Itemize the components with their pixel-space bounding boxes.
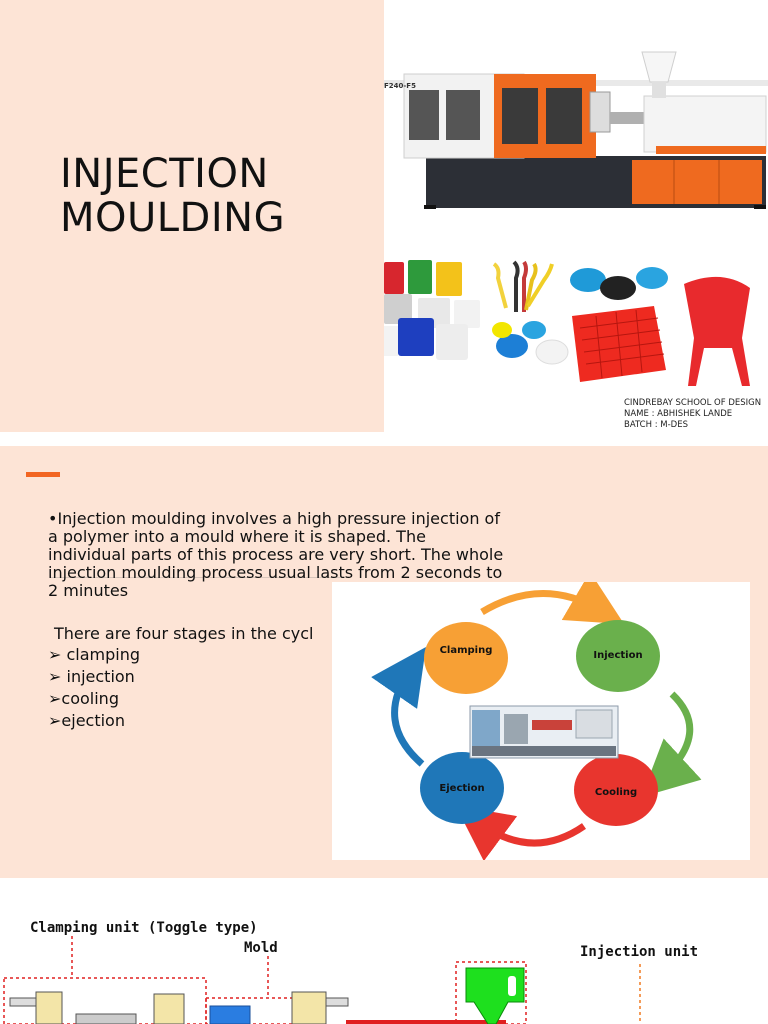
arrow-injection-to-cooling — [641, 691, 702, 797]
stage-item-cooling: ➢cooling — [48, 689, 119, 708]
title-slide: INJECTION MOULDING — [0, 0, 768, 432]
node-cooling-label: Cooling — [595, 787, 637, 798]
stage-item-injection: ➢ injection — [48, 667, 135, 686]
intro-paragraph: •Injection moulding involves a high pres… — [48, 509, 504, 600]
injection-machine-illustration: F240-F5 — [384, 51, 768, 209]
credit-batch: BATCH : M-DES — [624, 420, 688, 430]
stage-item-ejection: ➢ejection — [48, 711, 125, 730]
stages-intro: There are four stages in the cycl — [54, 624, 314, 643]
node-ejection-label: Ejection — [439, 783, 484, 794]
credits-block: CINDREBAY SCHOOL OF DESIGN NAME : ABHISH… — [624, 398, 761, 431]
node-clamping — [424, 622, 508, 694]
arrow-ejection-to-clamping — [371, 646, 426, 767]
cycle-diagram-svg: Clamping Injection Cooling Ejection — [371, 571, 702, 862]
injection-unit-label: Injection unit — [580, 944, 699, 960]
stages-list: ➢ clamping ➢ injection ➢cooling ➢ejectio… — [48, 644, 140, 732]
node-ejection — [420, 752, 504, 824]
components-slide: Clamping unit (Toggle type) Mold Injecti… — [0, 906, 768, 1024]
title-line-2: MOULDING — [60, 195, 286, 241]
product-photo-panel: F240-F5 — [384, 0, 768, 432]
cycle-diagram: Clamping Injection Cooling Ejection — [332, 571, 750, 862]
divider-line — [50, 577, 340, 578]
node-clamping-label: Clamping — [440, 645, 493, 656]
plastic-products-collage — [384, 260, 750, 386]
mold-label: Mold — [244, 940, 278, 956]
title-line-1: INJECTION — [60, 151, 269, 197]
slide-title: INJECTION MOULDING — [60, 152, 380, 240]
clamping-unit-label: Clamping unit (Toggle type) — [30, 920, 258, 936]
components-diagram — [3, 936, 641, 1024]
central-machine-icon — [469, 705, 619, 759]
stage-item-clamping: ➢ clamping — [48, 645, 141, 664]
credit-school: CINDREBAY SCHOOL OF DESIGN — [624, 398, 762, 408]
stages-slide: •Injection moulding involves a high pres… — [0, 446, 768, 878]
node-injection — [576, 620, 660, 692]
machine-model-label: F240-F5 — [384, 82, 416, 90]
node-injection-label: Injection — [593, 650, 642, 661]
accent-bar — [26, 472, 60, 477]
arrow-cooling-to-ejection — [455, 805, 586, 862]
credit-name: NAME : ABHISHEK LANDE — [624, 409, 733, 419]
arrow-clamping-to-injection — [480, 571, 625, 625]
node-cooling — [574, 754, 658, 826]
